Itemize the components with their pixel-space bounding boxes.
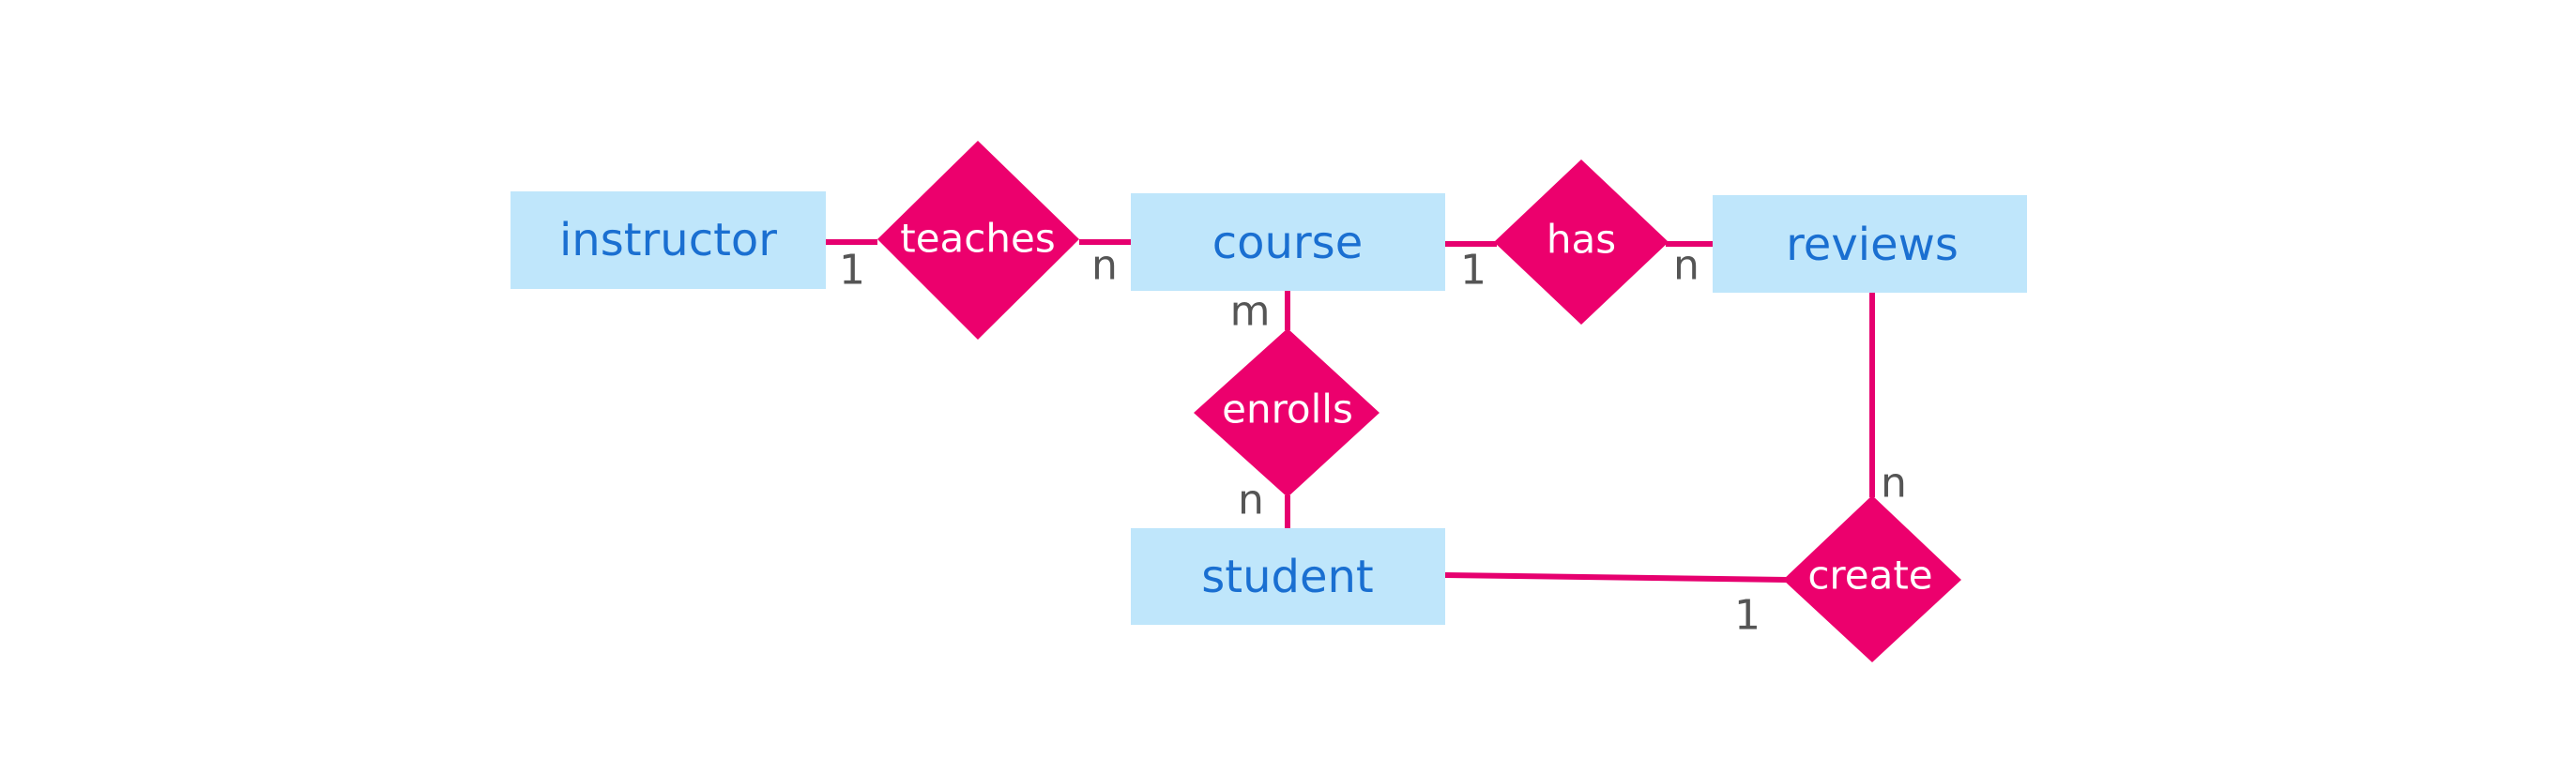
entity-course: course <box>1131 193 1445 291</box>
relationship-enrolls-label: enrolls <box>1222 387 1353 433</box>
connectors <box>826 239 1875 583</box>
connector-student-create <box>1444 572 1789 583</box>
relationship-has-label: has <box>1547 217 1616 263</box>
cardinality-course-enrolls: m <box>1230 288 1271 336</box>
entity-instructor: instructor <box>511 191 826 289</box>
relationship-create-label: create <box>1807 553 1932 599</box>
entity-course-label: course <box>1212 217 1363 269</box>
relationship-has: has <box>1494 159 1669 325</box>
relationship-teaches: teaches <box>877 141 1079 340</box>
entity-student: student <box>1131 528 1445 625</box>
cardinality-course-has: 1 <box>1460 247 1486 295</box>
relationship-create-diamond <box>1783 495 1961 662</box>
relationship-has-diamond <box>1494 159 1669 325</box>
entity-course-box <box>1131 193 1445 291</box>
cardinality-reviews-create: n <box>1881 460 1907 508</box>
entity-instructor-label: instructor <box>559 214 777 266</box>
entity-reviews-label: reviews <box>1786 219 1959 271</box>
cardinality-enrolls-student: n <box>1238 477 1264 524</box>
entity-student-box <box>1131 528 1445 625</box>
cardinality-teaches-course: n <box>1091 242 1118 290</box>
entity-reviews-box <box>1713 195 2027 293</box>
cardinality-has-reviews: n <box>1673 242 1700 290</box>
cardinalities: 1 n 1 n m n n 1 <box>839 242 1907 640</box>
relationship-enrolls: enrolls <box>1194 328 1379 497</box>
entity-instructor-box <box>511 191 826 289</box>
relationship-teaches-label: teaches <box>900 216 1055 262</box>
entity-student-label: student <box>1201 551 1374 603</box>
relationship-teaches-diamond <box>877 141 1079 340</box>
entity-reviews: reviews <box>1713 195 2027 293</box>
cardinality-instructor-teaches: 1 <box>839 247 865 295</box>
relationship-create: create <box>1783 495 1961 662</box>
cardinality-student-create: 1 <box>1734 592 1761 640</box>
relationship-enrolls-diamond <box>1194 328 1379 497</box>
